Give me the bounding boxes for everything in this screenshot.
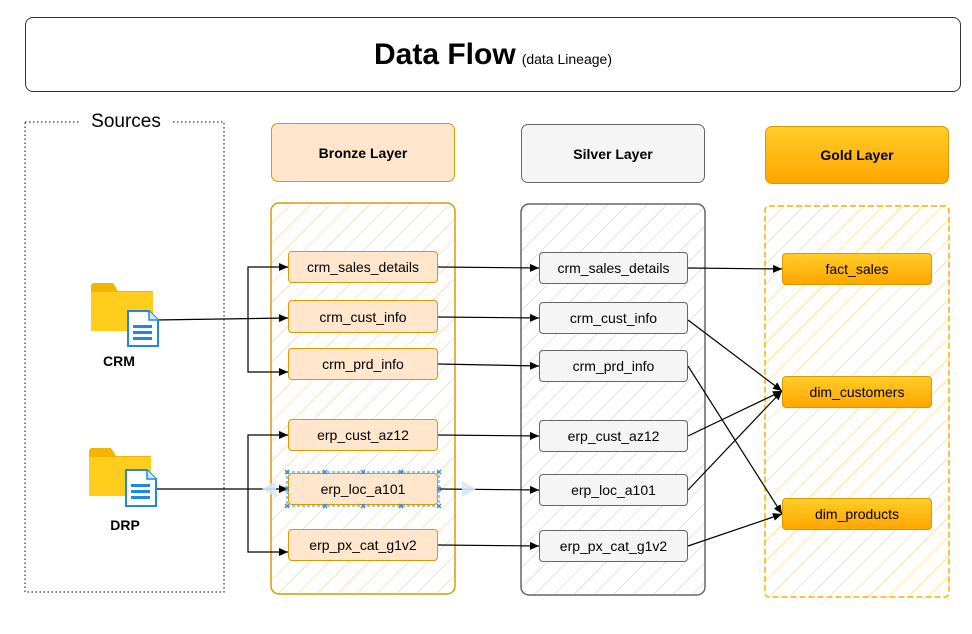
- crm-source-icon[interactable]: [90, 279, 160, 347]
- arrow-b2s-prd: [437, 361, 540, 370]
- bronze-node-erp-loc-a101[interactable]: erp_loc_a101: [288, 473, 438, 505]
- gold-layer-header[interactable]: Gold Layer: [765, 126, 949, 184]
- silver-to-gold-arrows: [687, 264, 783, 547]
- page-subtitle: (data Lineage): [521, 50, 612, 67]
- arrow-erp-cust: [247, 431, 288, 489]
- arrow-s2g-g1v2: [687, 513, 783, 547]
- silver-node-crm-cust-info[interactable]: crm_cust_info: [539, 302, 688, 334]
- gold-node-fact-sales[interactable]: fact_sales: [782, 253, 932, 285]
- arrow-s2g-a101: [687, 390, 783, 491]
- silver-node-crm-prd-info[interactable]: crm_prd_info: [539, 350, 688, 382]
- bronze-node-erp-px-cat-g1v2[interactable]: erp_px_cat_g1v2: [288, 529, 438, 561]
- arrow-b2s-cust: [437, 313, 540, 322]
- arrow-crm-sales-details: [247, 263, 288, 319]
- silver-node-erp-cust-az12[interactable]: erp_cust_az12: [539, 420, 688, 452]
- gold-node-dim-products[interactable]: dim_products: [782, 498, 932, 530]
- bronze-node-crm-prd-info[interactable]: crm_prd_info: [288, 348, 438, 380]
- folder-document-icon: [89, 448, 157, 507]
- selection-hint-right: [462, 481, 476, 497]
- sources-label: Sources: [80, 110, 172, 134]
- selection-hint-left: [262, 481, 276, 497]
- arrow-s2g-az12: [687, 390, 783, 437]
- title-box: Data Flow (data Lineage): [25, 17, 961, 92]
- arrow-crm-cust-info: [154, 314, 289, 323]
- arrow-crm-prd-info: [247, 319, 288, 376]
- folder-document-icon: [91, 283, 159, 347]
- crm-source-label: CRM: [103, 353, 135, 369]
- bronze-to-silver-arrows: [437, 263, 540, 550]
- drp-source-label: DRP: [110, 517, 140, 533]
- crm-flow-arrows: [154, 263, 289, 376]
- silver-node-crm-sales-details[interactable]: crm_sales_details: [539, 252, 688, 284]
- gold-node-dim-customers[interactable]: dim_customers: [782, 376, 932, 408]
- arrow-b2s-sales: [437, 263, 540, 272]
- arrow-b2s-g1v2: [437, 541, 540, 550]
- bronze-layer-header[interactable]: Bronze Layer: [271, 123, 455, 182]
- silver-node-erp-px-cat-g1v2[interactable]: erp_px_cat_g1v2: [539, 530, 688, 562]
- bronze-node-erp-cust-az12[interactable]: erp_cust_az12: [288, 419, 438, 451]
- arrow-s2g-cust-info: [687, 319, 783, 392]
- arrow-erp-px-cat: [247, 489, 288, 556]
- arrow-s2g-sales: [687, 264, 783, 273]
- bronze-node-crm-sales-details[interactable]: crm_sales_details: [288, 251, 438, 283]
- bronze-node-crm-cust-info[interactable]: crm_cust_info: [288, 300, 438, 333]
- drp-source-icon[interactable]: [88, 444, 158, 512]
- arrow-b2s-az12: [437, 431, 540, 440]
- arrow-b2s-a101: [437, 485, 540, 494]
- page-title: Data Flow: [374, 37, 516, 71]
- silver-node-erp-loc-a101[interactable]: erp_loc_a101: [539, 474, 688, 506]
- sources-container: [24, 121, 225, 593]
- silver-layer-header[interactable]: Silver Layer: [521, 124, 705, 183]
